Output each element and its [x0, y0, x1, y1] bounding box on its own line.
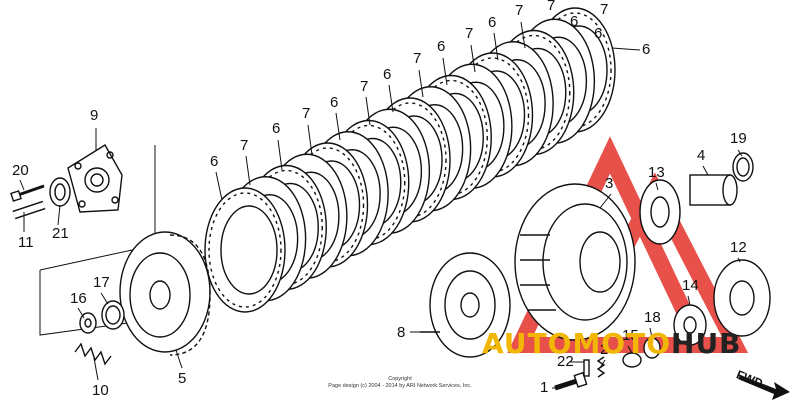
part-14-hub: [673, 304, 707, 346]
part-21-bearing: [49, 177, 71, 207]
part-1-bolt: [554, 371, 588, 391]
callout-leader-14: [687, 295, 691, 306]
callout-leader-6: [388, 84, 394, 113]
callout-16: 16: [70, 290, 87, 307]
callout-leader-6: [335, 112, 341, 141]
callout-4: 4: [697, 147, 705, 164]
callout-leader-3: [599, 193, 612, 209]
copyright-line-1: Copyright: [388, 376, 412, 382]
part-callouts: 6767676767676767692011211617105313419121…: [12, 0, 747, 399]
copyright-line-2: Page design (c) 2004 - 2014 by ARI Netwo…: [328, 383, 472, 389]
watermark-text-part1: AUTOMOTO: [482, 327, 672, 360]
callout-21: 21: [52, 225, 69, 242]
friction-disc: [204, 187, 286, 313]
callout-18: 18: [644, 309, 661, 326]
callout-19: 19: [730, 130, 747, 147]
copyright-notice: Copyright Page design (c) 2004 - 2014 by…: [300, 376, 500, 390]
callout-12: 12: [730, 239, 747, 256]
callout-leader-7: [470, 44, 476, 73]
forward-arrow-icon: [738, 375, 790, 400]
callout-22: 22: [557, 353, 574, 370]
callout-leader-18: [649, 327, 653, 339]
callout-9: 9: [90, 107, 98, 124]
part-22-pin: [583, 359, 590, 377]
part-12-gear: [713, 259, 771, 337]
callout-6: 6: [488, 14, 496, 31]
callout-7: 7: [302, 105, 310, 122]
callout-leader-7: [520, 21, 526, 49]
part-9-lifter-plate: [67, 144, 123, 213]
part-20-bolt: [10, 184, 45, 202]
callout-1: 1: [540, 379, 548, 396]
callout-leader-6: [611, 47, 641, 51]
callout-leader-10: [93, 357, 99, 381]
callout-7: 7: [600, 1, 608, 18]
callout-leader-5: [175, 349, 183, 369]
callout-leader-17: [100, 292, 109, 305]
watermark-text: AUTOMOTOHUB: [482, 327, 742, 360]
callout-leader-7: [307, 124, 313, 156]
watermark-text-part2: HUB: [671, 327, 742, 360]
callout-2: 2: [600, 341, 608, 358]
part-8-clutch-center: [420, 252, 511, 358]
callout-leader-21: [57, 204, 61, 226]
callout-leader-15: [627, 345, 633, 354]
callout-6: 6: [642, 41, 650, 58]
callout-8: 8: [397, 324, 405, 341]
callout-leader-6: [442, 57, 448, 86]
callout-6: 6: [272, 120, 280, 137]
callout-6: 6: [570, 13, 578, 30]
callout-20: 20: [12, 162, 29, 179]
part-3-clutch-outer: [514, 183, 636, 341]
callout-leader-19: [737, 149, 743, 157]
callout-leader-13: [655, 182, 659, 191]
callout-leader-4: [702, 165, 709, 176]
callout-5: 5: [178, 370, 186, 387]
callout-leader-6: [493, 32, 499, 61]
callout-7: 7: [240, 137, 248, 154]
callout-17: 17: [93, 274, 110, 291]
callout-6: 6: [383, 66, 391, 83]
callout-leader-7: [418, 69, 424, 98]
callout-6: 6: [210, 153, 218, 170]
clutch-plates: [204, 7, 616, 313]
part-19-washer: [732, 152, 754, 182]
callout-7: 7: [465, 25, 473, 42]
callout-leader-2: [599, 359, 606, 369]
part-5-pressure-plate: [119, 231, 211, 356]
callout-3: 3: [605, 175, 613, 192]
part-10-spring: [74, 342, 112, 366]
callout-7: 7: [515, 2, 523, 19]
callout-13: 13: [648, 164, 665, 181]
callout-leader-6: [215, 171, 223, 201]
callout-leader-6: [277, 139, 283, 171]
callout-14: 14: [682, 277, 699, 294]
callout-7: 7: [413, 50, 421, 67]
callout-leader-7: [365, 96, 371, 126]
callout-7: 7: [547, 0, 555, 14]
callout-10: 10: [92, 382, 109, 399]
callout-15: 15: [622, 327, 639, 344]
part-17-washer: [101, 300, 125, 330]
callout-leader-7: [245, 155, 251, 186]
part-4-collar: [689, 174, 738, 206]
callout-7: 7: [360, 78, 368, 95]
callout-leader-16: [77, 307, 85, 319]
callout-6: 6: [437, 38, 445, 55]
callout-6: 6: [594, 25, 602, 42]
part-11-lifter-rod: [12, 200, 46, 220]
callout-6: 6: [330, 94, 338, 111]
part-13-primary-gear: [639, 179, 681, 245]
callout-11: 11: [18, 234, 34, 251]
callout-leader-20: [19, 179, 25, 191]
callout-leader-12: [737, 257, 741, 263]
